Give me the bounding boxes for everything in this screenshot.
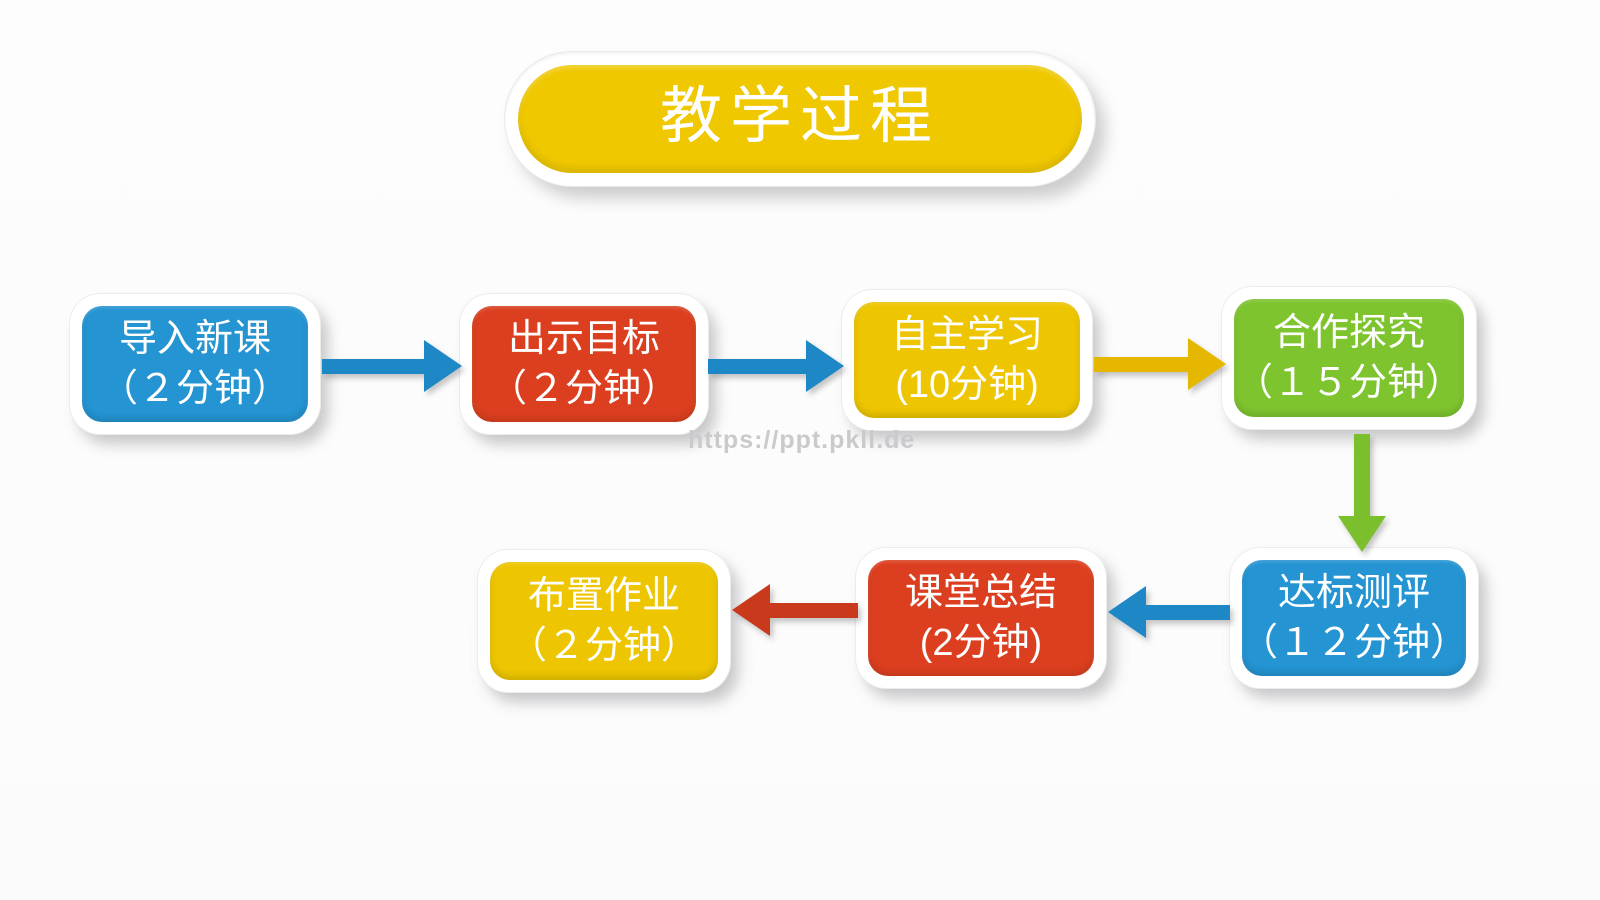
arrow-head: [424, 340, 462, 392]
arrow-head: [1188, 338, 1226, 390]
arrow-left-icon: [1108, 586, 1230, 638]
arrow-shaft: [1094, 357, 1194, 372]
flow-node-cooperate-fill: 合作探究 （１５分钟）: [1234, 299, 1464, 417]
node-duration: (10分钟): [895, 364, 1039, 406]
arrow-right-icon: [322, 340, 462, 392]
page-title: 教学过程: [659, 82, 940, 151]
flow-node-intro-fill: 导入新课 （２分钟）: [82, 306, 308, 422]
arrow-shaft: [1140, 605, 1230, 620]
node-duration: （１５分钟）: [1234, 362, 1463, 404]
node-duration: （２分钟）: [99, 368, 290, 410]
flow-node-assessment: 达标测评 （１２分钟）: [1230, 548, 1478, 688]
arrow-right-icon: [708, 340, 844, 392]
title-pill-fill: 教学过程: [518, 65, 1082, 173]
flow-node-self-study-fill: 自主学习 (10分钟): [854, 302, 1080, 418]
arrow-shaft: [1354, 434, 1370, 522]
flow-node-summary-fill: 课堂总结 (2分钟): [868, 560, 1094, 676]
flow-node-intro: 导入新课 （２分钟）: [70, 294, 320, 434]
arrow-head: [1338, 516, 1386, 552]
flow-node-homework-fill: 布置作业 （２分钟）: [490, 562, 718, 680]
node-title: 出示目标: [507, 317, 660, 360]
arrow-right-icon: [1094, 338, 1226, 390]
flow-node-objectives: 出示目标 （２分钟）: [460, 294, 708, 434]
title-pill-frame: 教学过程: [505, 52, 1095, 186]
arrow-shaft: [764, 603, 858, 618]
arrow-left-icon: [732, 584, 858, 636]
node-duration: （２分钟）: [488, 368, 679, 410]
node-title: 达标测评: [1277, 571, 1430, 614]
arrow-head: [732, 584, 770, 636]
node-title: 导入新课: [118, 317, 271, 360]
arrow-head: [806, 340, 844, 392]
node-duration: (2分钟): [919, 622, 1043, 664]
arrow-head: [1108, 586, 1146, 638]
arrow-shaft: [322, 359, 430, 374]
node-title: 布置作业: [527, 574, 680, 617]
flow-node-self-study: 自主学习 (10分钟): [842, 290, 1092, 430]
flow-node-objectives-fill: 出示目标 （２分钟）: [472, 306, 696, 422]
node-duration: （１２分钟）: [1240, 622, 1469, 664]
arrow-down-icon: [1338, 434, 1386, 552]
flow-node-homework: 布置作业 （２分钟）: [478, 550, 730, 692]
flow-node-summary: 课堂总结 (2分钟): [856, 548, 1106, 688]
node-title: 合作探究: [1272, 311, 1425, 354]
node-duration: （２分钟）: [508, 625, 699, 667]
arrow-shaft: [708, 359, 812, 374]
flow-node-assessment-fill: 达标测评 （１２分钟）: [1240, 560, 1469, 676]
watermark-url: https://ppt.pkll.de: [688, 426, 916, 454]
node-title: 课堂总结: [904, 571, 1057, 614]
flow-node-cooperate: 合作探究 （１５分钟）: [1222, 287, 1476, 429]
node-title: 自主学习: [890, 313, 1043, 356]
